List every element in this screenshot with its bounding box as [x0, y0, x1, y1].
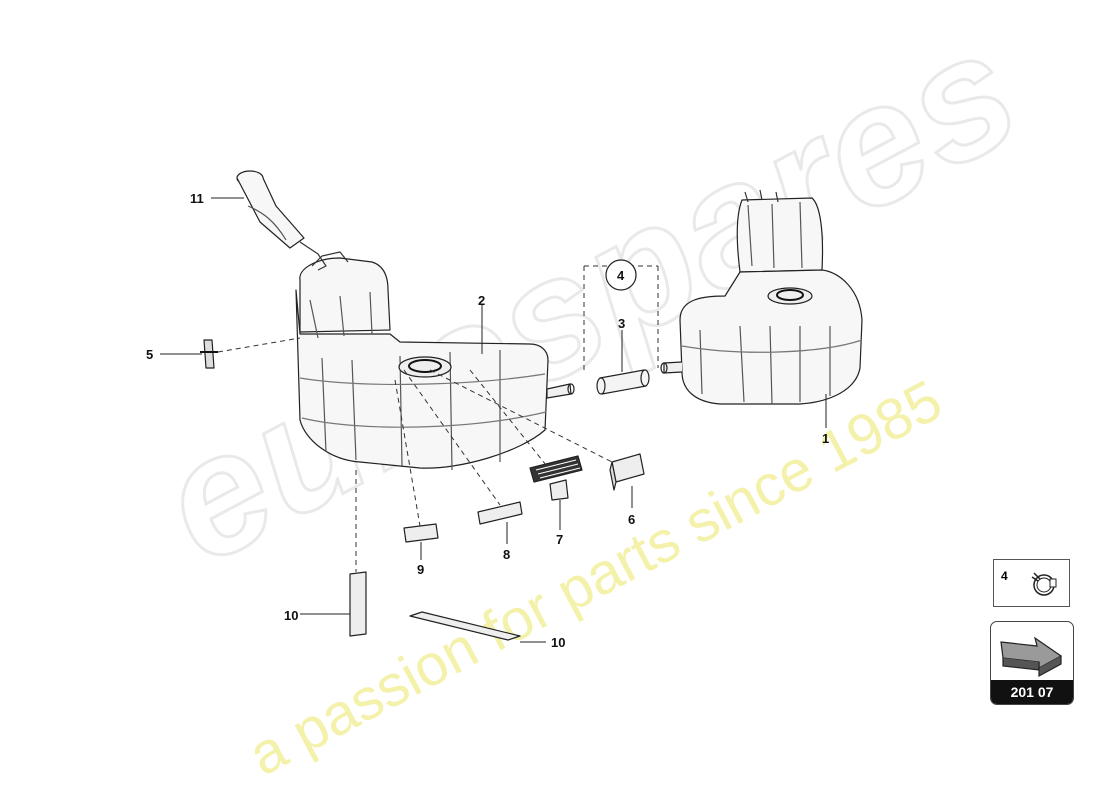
callout-10-horizontal[interactable]: 10	[551, 635, 566, 650]
hose[interactable]	[596, 369, 650, 395]
callout-2[interactable]: 2	[478, 293, 486, 308]
legend-hose-clamp: 4	[993, 559, 1070, 607]
callout-3[interactable]: 3	[618, 316, 626, 331]
callout-1[interactable]: 1	[822, 431, 830, 446]
arrow-forward-icon	[1000, 636, 1063, 678]
retaining-strap[interactable]	[529, 455, 583, 501]
callout-10-vertical[interactable]: 10	[284, 608, 299, 623]
hose-clamp-icon	[1031, 572, 1057, 596]
insulation-block[interactable]	[403, 523, 439, 543]
fuel-tank-assembly[interactable]	[295, 251, 575, 471]
bracket-clip[interactable]	[200, 339, 218, 369]
foam-strip-horizontal[interactable]	[409, 611, 521, 641]
callout-5[interactable]: 5	[146, 347, 154, 362]
next-page-button[interactable]: 201 07	[990, 621, 1074, 705]
callout-7[interactable]: 7	[556, 532, 564, 547]
fuel-tank-right[interactable]	[660, 189, 863, 405]
callout-4[interactable]: 4	[617, 268, 625, 283]
assembly-lines	[217, 265, 659, 572]
support-pad[interactable]	[609, 453, 645, 491]
insulation-strip[interactable]	[477, 501, 523, 525]
callout-6[interactable]: 6	[628, 512, 636, 527]
page-code: 201 07	[991, 680, 1073, 704]
callout-8[interactable]: 8	[503, 547, 511, 562]
legend-part-number: 4	[1001, 569, 1008, 583]
filler-neck[interactable]	[236, 170, 327, 271]
leader-lines	[160, 197, 827, 643]
callout-9[interactable]: 9	[417, 562, 425, 577]
callout-circle-4	[605, 259, 637, 291]
foam-strip-vertical[interactable]	[349, 571, 367, 637]
callout-11[interactable]: 11	[190, 191, 204, 206]
